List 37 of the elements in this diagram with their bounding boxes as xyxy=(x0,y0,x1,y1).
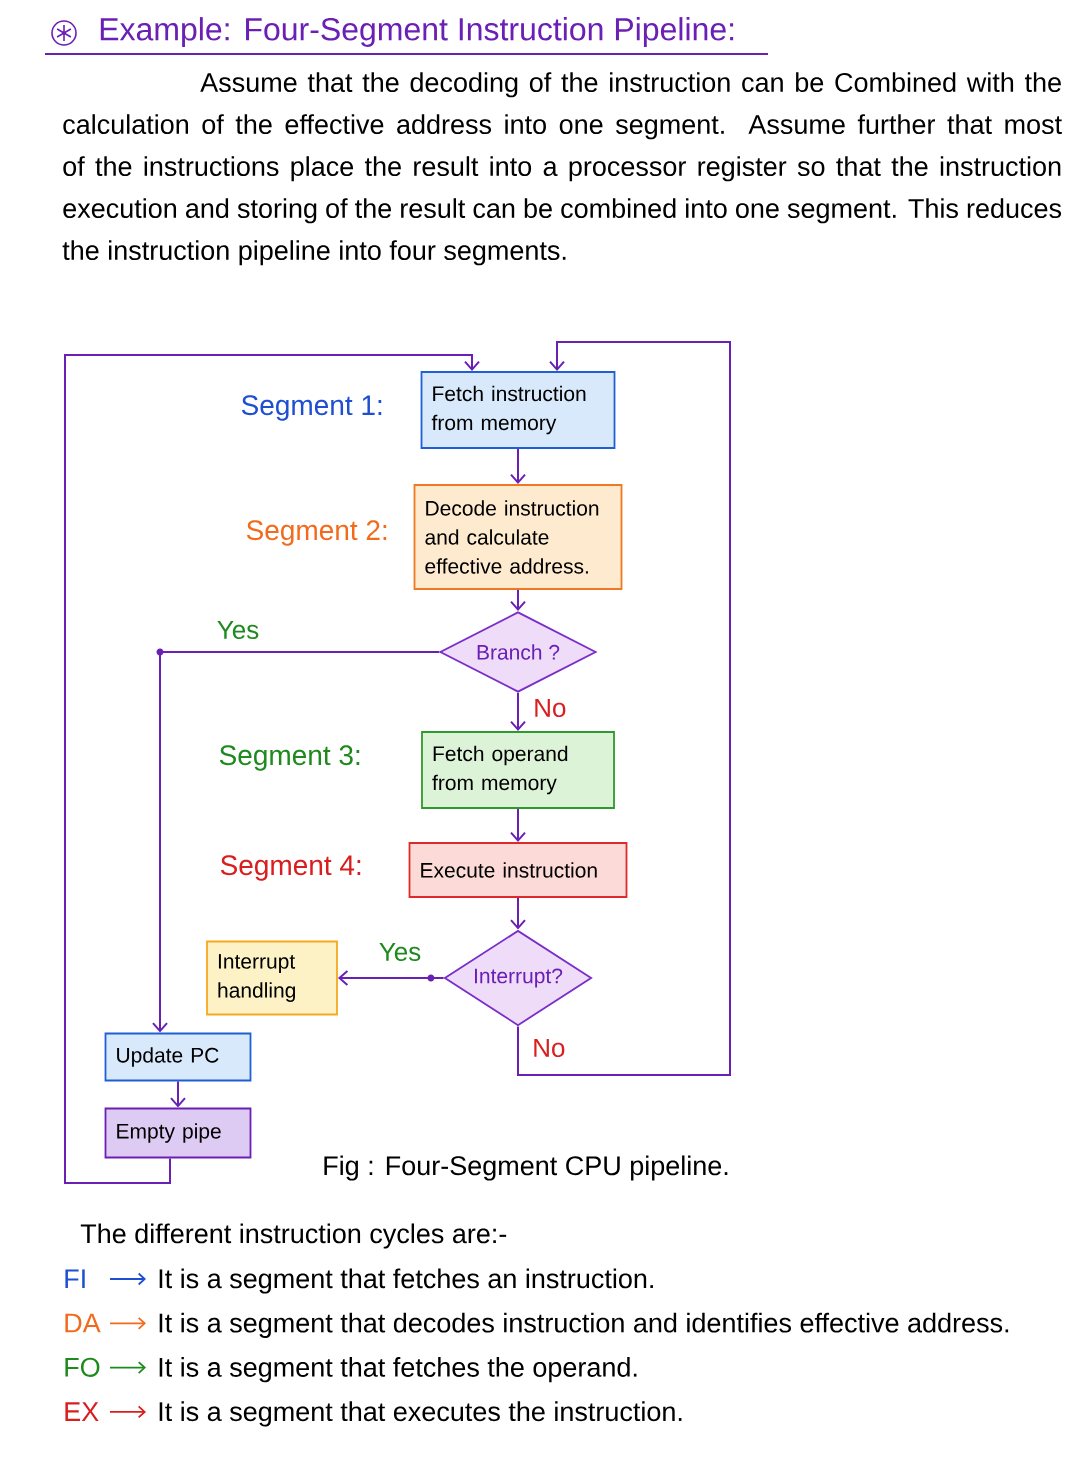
edge-label: No xyxy=(531,696,569,720)
edge-label: No xyxy=(530,1036,568,1060)
process-box: Execute instruction xyxy=(408,842,628,898)
definition-text: It is a segment that fetches an instruction. xyxy=(159,1268,653,1294)
arrow xyxy=(510,807,526,843)
arrow xyxy=(170,1080,186,1108)
intro-text: The different instruction cycles are:- xyxy=(80,1223,507,1249)
process-box: Decode instruction and calculate effective address. xyxy=(413,484,623,590)
edge-label: Yes xyxy=(376,940,424,964)
process-box: Interrupt handling xyxy=(206,940,338,1016)
arrow xyxy=(64,354,480,1184)
paragraph: Assume that the decoding of the instruction can be Combined with the calculation of the effective address into one segment. Assume further that most of the instructions place the result into a processor register so that the instruction execution and storing of the result can be combined into one segment. This reduces the instruction pipeline into four segments. xyxy=(62,72,1062,266)
process-box: Update PC xyxy=(104,1032,252,1082)
process-box: Empty pipe xyxy=(104,1107,252,1159)
definition-text: It is a segment that fetches the operand. xyxy=(159,1357,637,1383)
arrow xyxy=(510,896,526,930)
segment-label: Segment 4: xyxy=(220,855,361,881)
segment-label: Segment 3: xyxy=(219,745,360,771)
edge-label: Yes xyxy=(214,618,262,642)
process-box: Fetch instruction from memory xyxy=(420,371,616,449)
abbreviation: FI xyxy=(65,1269,85,1288)
arrow xyxy=(152,648,441,1033)
segment-label: Segment 2: xyxy=(246,520,387,546)
arrow xyxy=(337,970,445,986)
abbreviation: EX xyxy=(65,1402,99,1421)
definition-text: It is a segment that decodes instruction and identifies effective address. xyxy=(159,1312,1009,1338)
abbreviation: FO xyxy=(65,1357,100,1377)
arrow xyxy=(510,691,526,732)
abbreviation: DA xyxy=(65,1313,101,1333)
process-box: Fetch operand from memory xyxy=(421,731,615,809)
figure-caption: Fig : Four-Segment CPU pipeline. xyxy=(324,1155,728,1181)
definition-text: It is a segment that executes the instruction. xyxy=(159,1401,682,1427)
arrow xyxy=(510,588,526,612)
arrow xyxy=(517,341,731,1076)
arrow xyxy=(510,447,526,485)
segment-label: Segment 1: xyxy=(241,395,382,421)
title: Example: Four-Segment Instruction Pipeline: xyxy=(100,17,734,47)
